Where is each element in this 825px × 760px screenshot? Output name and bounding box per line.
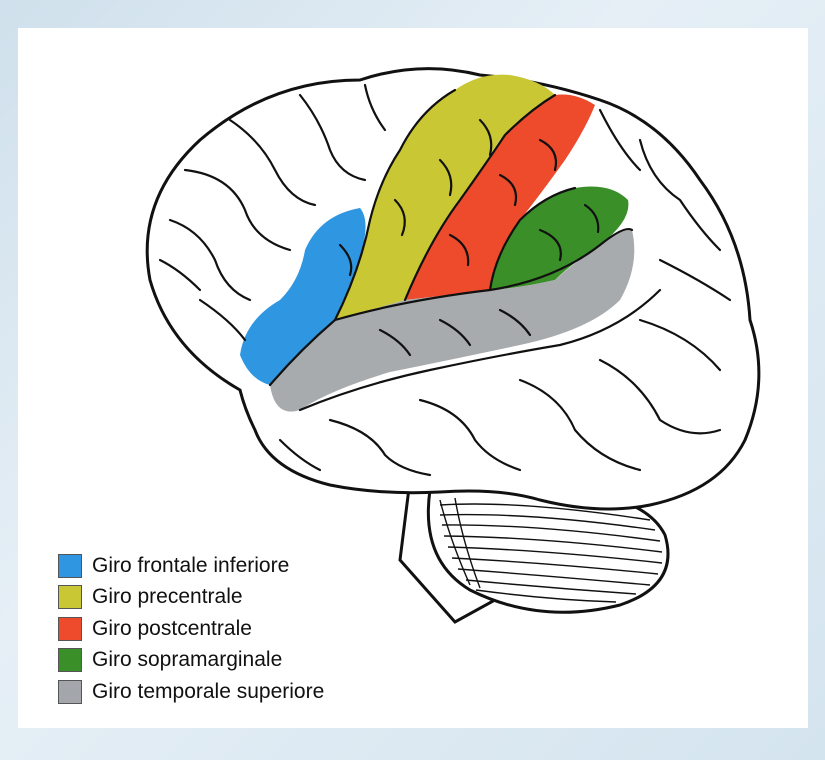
legend-swatch xyxy=(58,680,82,704)
legend-item: Giro temporale superiore xyxy=(58,676,324,708)
legend-item: Giro precentrale xyxy=(58,582,324,614)
legend-label: Giro sopramarginale xyxy=(92,648,282,672)
legend-swatch xyxy=(58,617,82,641)
legend-label: Giro temporale superiore xyxy=(92,680,324,704)
legend-item: Giro frontale inferiore xyxy=(58,550,324,582)
legend-label: Giro postcentrale xyxy=(92,617,252,641)
legend-label: Giro precentrale xyxy=(92,585,243,609)
legend-swatch xyxy=(58,554,82,578)
legend-label: Giro frontale inferiore xyxy=(92,554,289,578)
legend-item: Giro postcentrale xyxy=(58,613,324,645)
legend-swatch xyxy=(58,585,82,609)
legend: Giro frontale inferiore Giro precentrale… xyxy=(58,550,324,708)
legend-item: Giro sopramarginale xyxy=(58,645,324,677)
legend-swatch xyxy=(58,648,82,672)
